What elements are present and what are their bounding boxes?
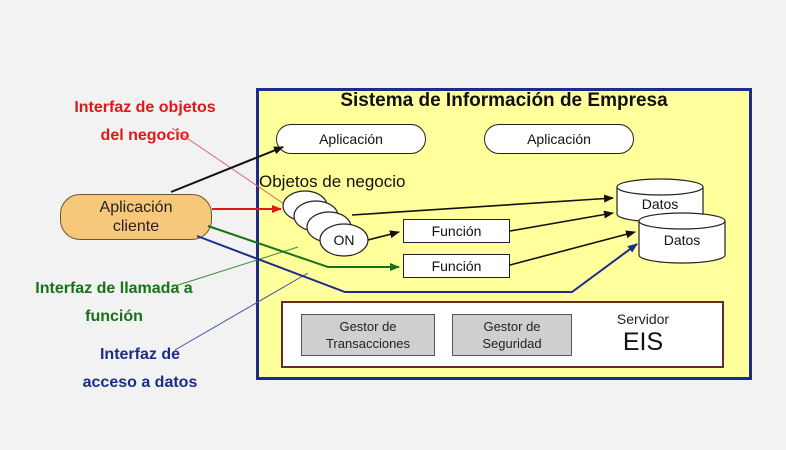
business-object-stack: ON bbox=[282, 190, 369, 257]
data-access-interface-line-1: Interfaz de bbox=[99, 346, 180, 363]
application-node-1: Aplicación bbox=[276, 124, 426, 154]
transaction-manager-node: Gestor de Transacciones bbox=[301, 314, 435, 356]
eis-label: EIS bbox=[622, 328, 664, 356]
function-call-interface-line-2: función bbox=[85, 308, 143, 325]
function-node-1: Función bbox=[403, 219, 510, 243]
client-label-line-1: Aplicación bbox=[99, 199, 173, 216]
business-objects-interface-line-1: Interfaz de objetos bbox=[74, 99, 216, 116]
function-node-2: Función bbox=[403, 254, 510, 278]
business-objects-callout-line bbox=[171, 127, 285, 205]
application-node-2: Aplicación bbox=[484, 124, 634, 154]
data-access-interface-arrow bbox=[196, 235, 638, 293]
function-call-interface-arrow bbox=[207, 225, 400, 271]
data-access-interface-line-2: acceso a datos bbox=[82, 374, 198, 391]
function-call-interface-line-1: Interfaz de llamada a bbox=[35, 280, 193, 297]
business-object-on-label: ON bbox=[334, 232, 355, 248]
database-2-body bbox=[638, 221, 726, 264]
client-label-line-2: cliente bbox=[112, 218, 160, 235]
function-call-interface-label: Interfaz de llamada a función bbox=[5, 275, 223, 331]
security-manager-node: Gestor de Seguridad bbox=[452, 314, 572, 356]
business-objects-interface-label: Interfaz de objetos del negocio bbox=[40, 94, 250, 150]
client-to-application-arrow bbox=[170, 146, 284, 193]
objects-to-database-1-arrow bbox=[351, 194, 614, 216]
database-2-label: Datos bbox=[664, 232, 701, 248]
function-1-to-database-1-arrow bbox=[509, 210, 614, 232]
business-objects-label: Objetos de negocio bbox=[259, 172, 406, 191]
security-manager-line-1: Gestor de bbox=[483, 319, 541, 334]
security-manager-line-2: Seguridad bbox=[482, 336, 542, 351]
database-2: Datos bbox=[638, 212, 726, 264]
server-label: Servidor bbox=[616, 311, 670, 327]
database-1-label: Datos bbox=[642, 196, 679, 212]
function-2-to-database-2-arrow bbox=[509, 230, 636, 266]
database-1-top bbox=[616, 178, 704, 196]
client-application-node: Aplicación cliente bbox=[60, 194, 212, 240]
function-call-callout-line bbox=[174, 246, 299, 287]
transaction-manager-line-2: Transacciones bbox=[325, 336, 411, 351]
data-access-callout-line bbox=[174, 272, 309, 351]
transaction-manager-line-1: Gestor de bbox=[339, 319, 397, 334]
system-title: Sistema de Información de Empresa bbox=[340, 90, 668, 111]
object-to-function-arrow bbox=[367, 230, 400, 241]
data-access-interface-label: Interfaz de acceso a datos bbox=[50, 341, 230, 397]
business-objects-interface-line-2: del negocio bbox=[100, 127, 190, 144]
database-2-top bbox=[638, 212, 726, 230]
